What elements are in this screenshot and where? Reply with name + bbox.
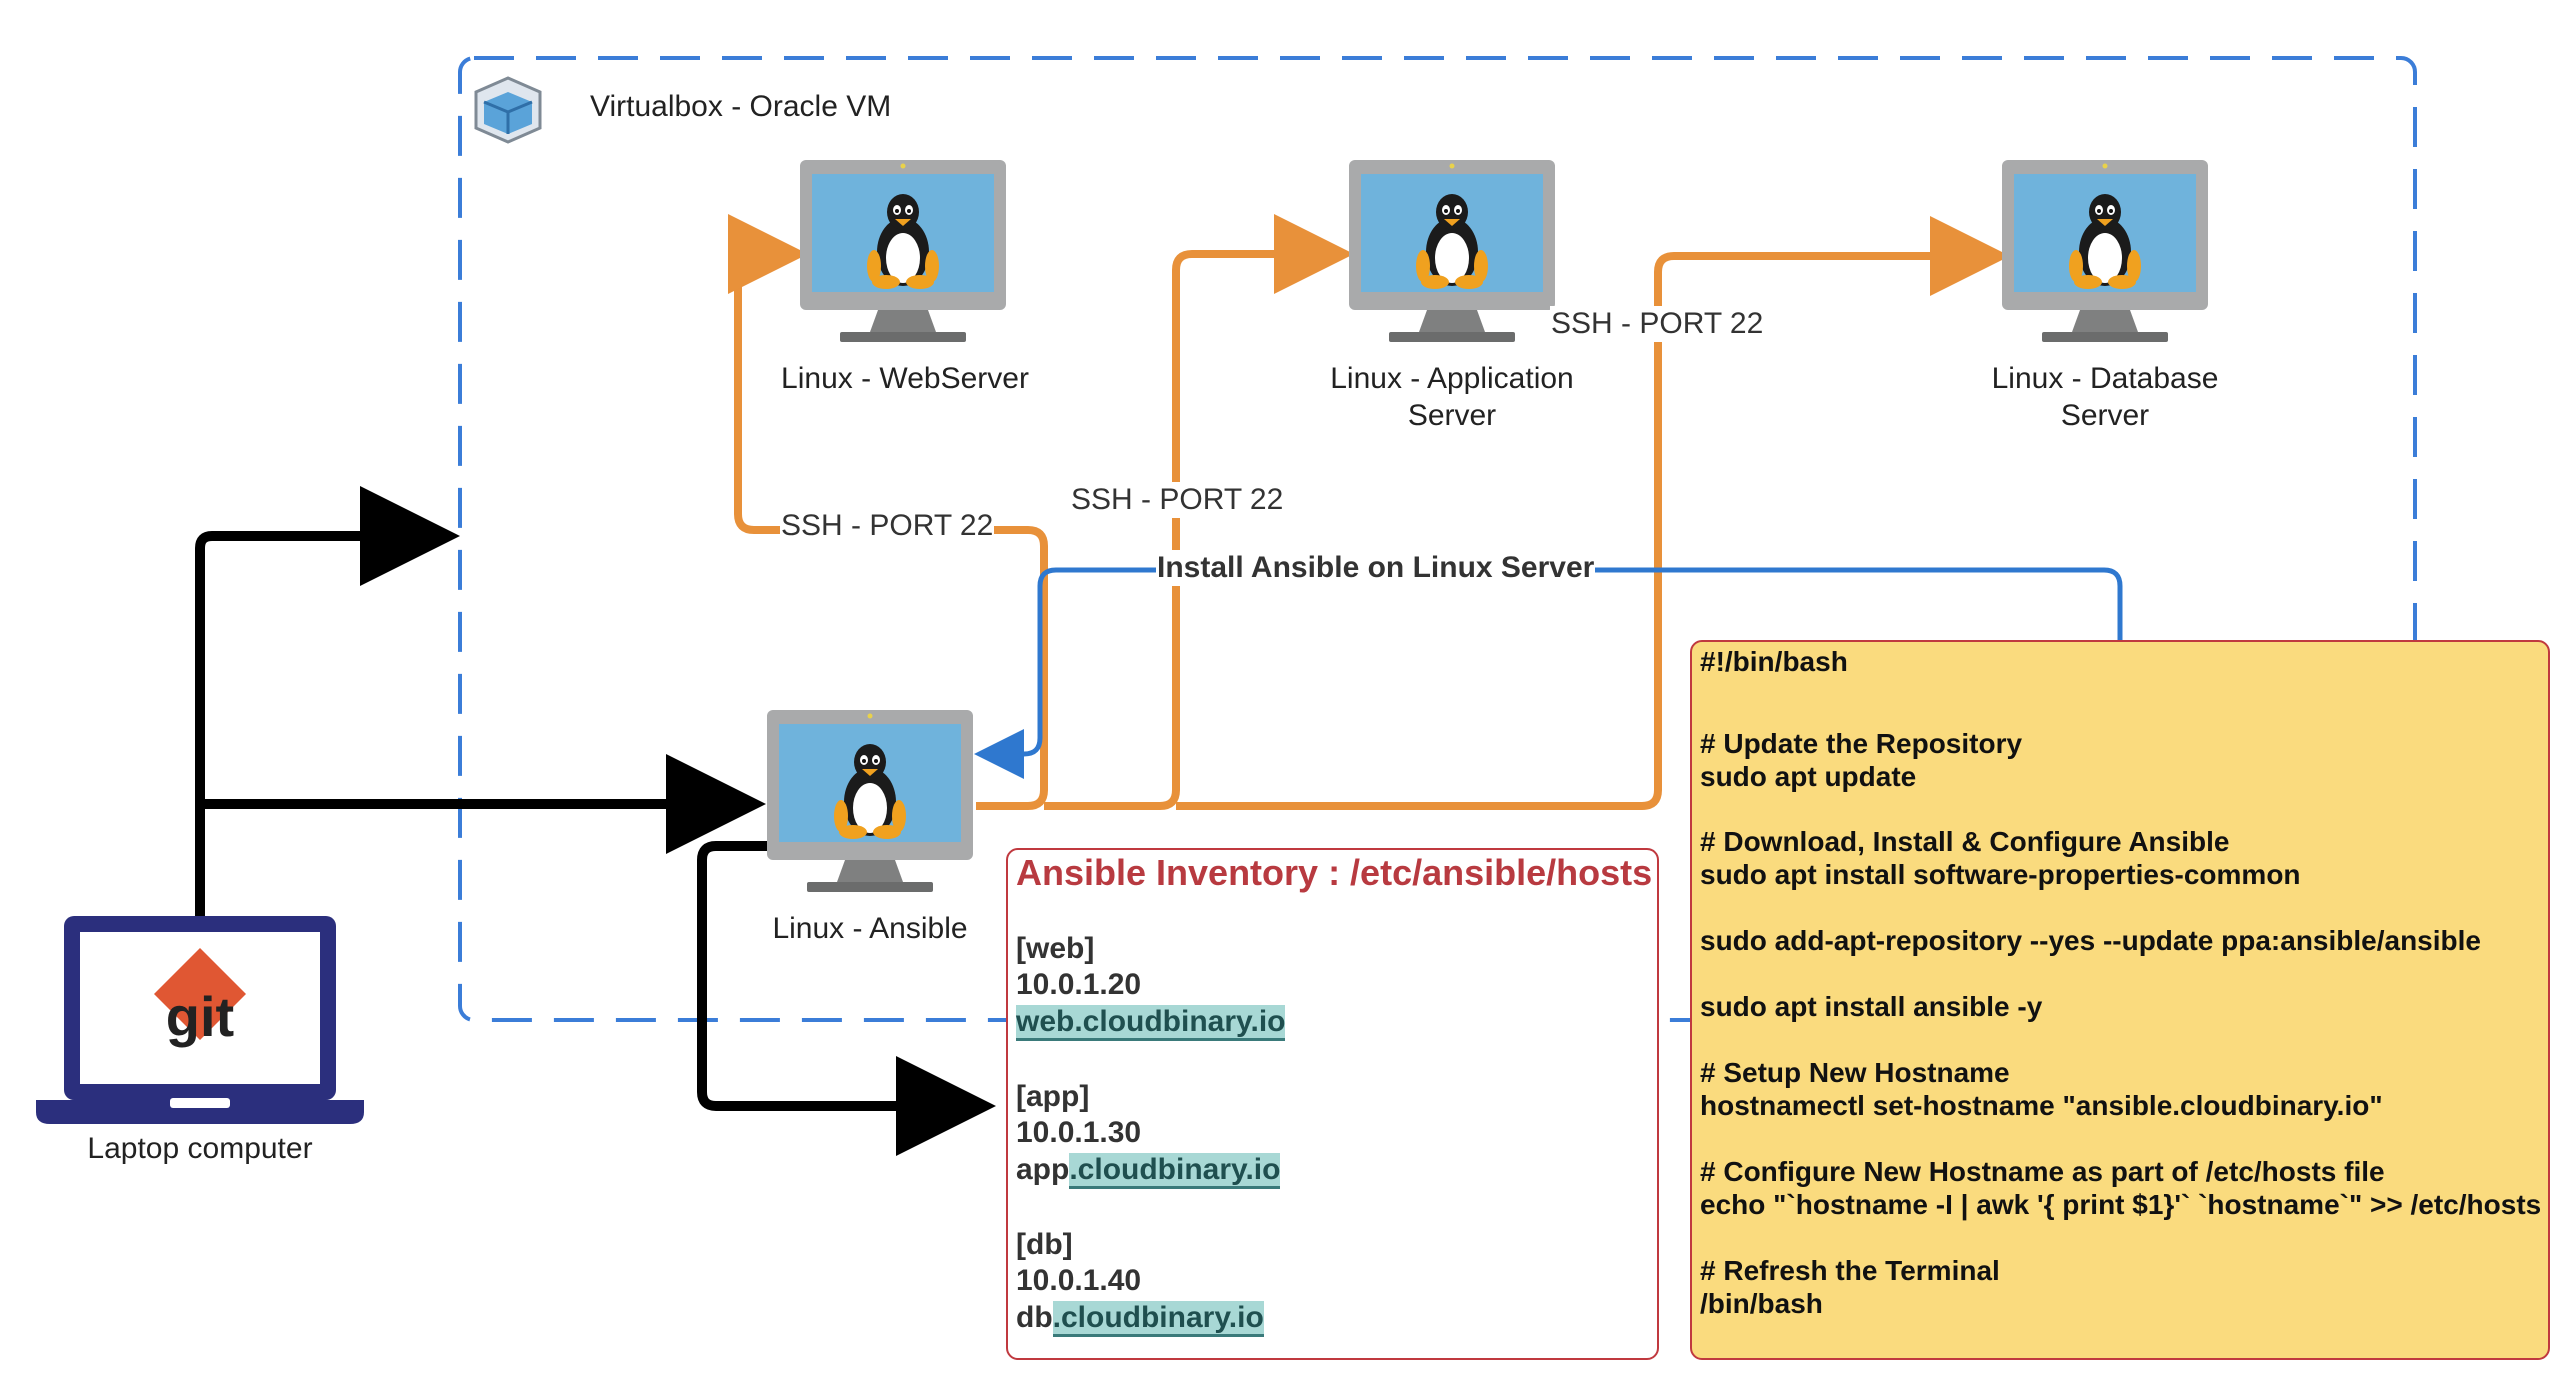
- laptop-edges: [195, 486, 996, 1156]
- inventory-app-ip: 10.0.1.30: [1016, 1116, 1142, 1149]
- laptop-label: Laptop computer: [87, 1132, 313, 1165]
- script-line: # Configure New Hostname as part of /etc…: [1700, 1156, 2385, 1187]
- script-line: #!/bin/bash: [1700, 646, 1848, 677]
- inventory-app-host: app.cloudbinary.io: [1016, 1153, 1281, 1189]
- vm-title: Virtualbox - Oracle VM: [590, 90, 892, 123]
- ssh-web-label: SSH - PORT 22: [780, 508, 995, 544]
- webserver-monitor-icon: [800, 160, 1006, 342]
- laptop-git-icon: git: [36, 916, 364, 1124]
- ssh-edge-app: [1044, 214, 1354, 810]
- ansible-label: Linux - Ansible: [772, 912, 968, 945]
- install-label: Install Ansible on Linux Server: [1156, 550, 1596, 586]
- script-line: # Setup New Hostname: [1700, 1057, 2010, 1088]
- script-line: # Refresh the Terminal: [1700, 1255, 2000, 1286]
- inventory-web-group: [web]: [1016, 932, 1095, 965]
- script-line: hostnamectl set-hostname "ansible.cloudb…: [1700, 1090, 2383, 1121]
- script-line: sudo apt update: [1700, 761, 1917, 792]
- script-line: # Update the Repository: [1700, 728, 2023, 759]
- ssh-edge-db: [1176, 216, 2010, 810]
- laptop-edge-vm: [195, 486, 460, 930]
- script-line: sudo apt install ansible -y: [1700, 991, 2043, 1022]
- inventory-title: Ansible Inventory : /etc/ansible/hosts: [1016, 852, 1653, 893]
- bash-script-box: [1690, 640, 2550, 1360]
- script-line: /bin/bash: [1700, 1288, 1823, 1319]
- script-line: sudo apt install software-properties-com…: [1700, 859, 2301, 890]
- ansible-monitor-icon: [767, 710, 973, 892]
- script-line: sudo add-apt-repository --yes --update p…: [1700, 925, 2481, 956]
- ssh-db-label: SSH - PORT 22: [1550, 306, 1765, 342]
- script-line: # Download, Install & Configure Ansible: [1700, 826, 2230, 857]
- svg-text:git: git: [166, 985, 234, 1048]
- inventory-db-group: [db]: [1016, 1228, 1073, 1261]
- install-edge: [974, 567, 2123, 779]
- ssh-app-label: SSH - PORT 22: [1070, 482, 1285, 518]
- inventory-db-ip: 10.0.1.40: [1016, 1264, 1142, 1297]
- webserver-label: Linux - WebServer: [781, 362, 1029, 395]
- script-line: echo "`hostname -I | awk '{ print $1}'` …: [1700, 1189, 2542, 1220]
- inventory-box: [1006, 848, 1659, 1360]
- inventory-db-host: db.cloudbinary.io: [1016, 1301, 1264, 1337]
- appserver-monitor-icon: [1349, 160, 1555, 342]
- inventory-web-ip: 10.0.1.20: [1016, 968, 1142, 1001]
- inventory-app-group: [app]: [1016, 1080, 1090, 1113]
- virtualbox-cube-icon: [474, 76, 542, 144]
- ansible-edge-inventory: [697, 841, 996, 1156]
- dbserver-monitor-icon: [2002, 160, 2208, 342]
- inventory-web-host: web.cloudbinary.io: [1016, 1005, 1286, 1041]
